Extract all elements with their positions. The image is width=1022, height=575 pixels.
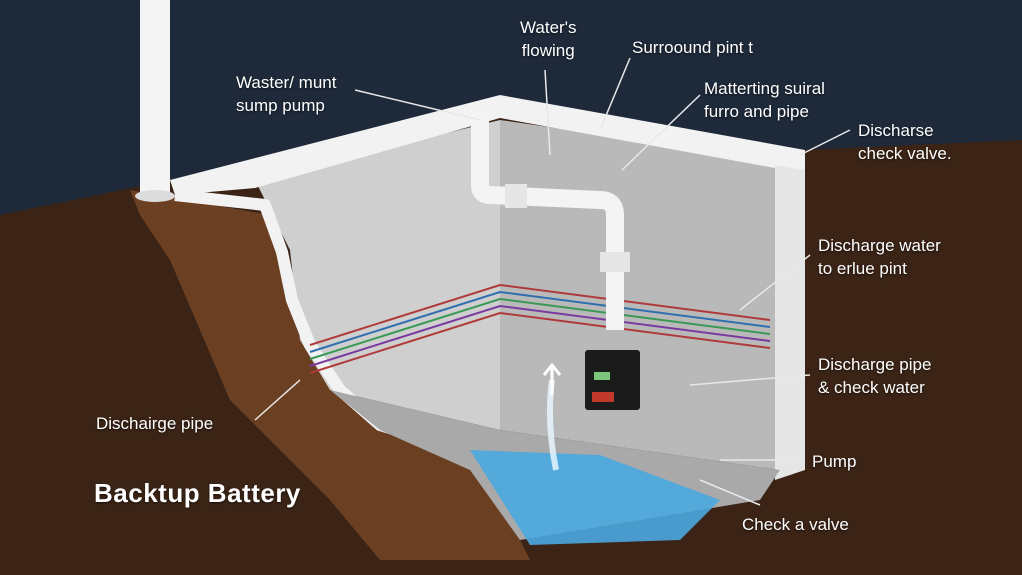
label-discharse-valve: Discharse check valve.	[858, 119, 952, 165]
label-line: Waster/ munt	[236, 73, 337, 92]
pipe-icon	[471, 110, 624, 330]
battery-warning	[592, 392, 614, 402]
label-line: Water's	[520, 18, 577, 37]
label-discharge-pipe-check: Discharge pipe & check water	[818, 353, 931, 399]
label-check-valve: Check a valve	[742, 513, 849, 536]
label-line: Backtup Battery	[94, 478, 301, 508]
label-line: sump pump	[236, 96, 325, 115]
label-line: Check a valve	[742, 515, 849, 534]
label-pump: Pump	[812, 450, 856, 473]
label-line: & check water	[818, 378, 925, 397]
arrow-up-icon	[542, 362, 562, 395]
label-waster-mount: Waster/ munt sump pump	[236, 71, 336, 117]
label-backup-battery: Backtup Battery	[94, 478, 301, 508]
label-line: furro and pipe	[704, 102, 809, 121]
label-line: Surroound pint t	[632, 38, 753, 57]
label-surround-pint: Surroound pint t	[632, 36, 753, 59]
label-line: Matterting suiral	[704, 79, 825, 98]
label-line: Discharge water	[818, 236, 941, 255]
label-discharge-water: Discharge water to erlue pint	[818, 234, 941, 280]
leader-lines	[254, 57, 851, 506]
downspout-bottom	[135, 190, 175, 202]
label-line: check valve.	[858, 144, 952, 163]
label-line: Pump	[812, 452, 857, 471]
label-line: Discharse	[858, 121, 934, 140]
back-wall	[500, 120, 780, 470]
label-line: to erlue pint	[818, 259, 907, 278]
mesh-band	[309, 283, 771, 374]
label-line: Discharge pipe	[818, 355, 932, 374]
label-discharge-pipe-left: Dischairge pipe	[96, 412, 213, 435]
label-mattering: Matterting suiral furro and pipe	[704, 77, 825, 123]
check-valve-body	[600, 252, 630, 272]
label-line: flowing	[521, 41, 575, 60]
right-wall-rim	[775, 165, 805, 480]
battery-indicator	[594, 372, 610, 380]
sump-water	[470, 450, 720, 545]
label-waters-flowing: Water's flowing	[520, 16, 576, 62]
pipe-coupling	[505, 184, 527, 208]
label-line: Dischairge pipe	[96, 414, 214, 433]
downspout-pipe	[140, 0, 170, 200]
